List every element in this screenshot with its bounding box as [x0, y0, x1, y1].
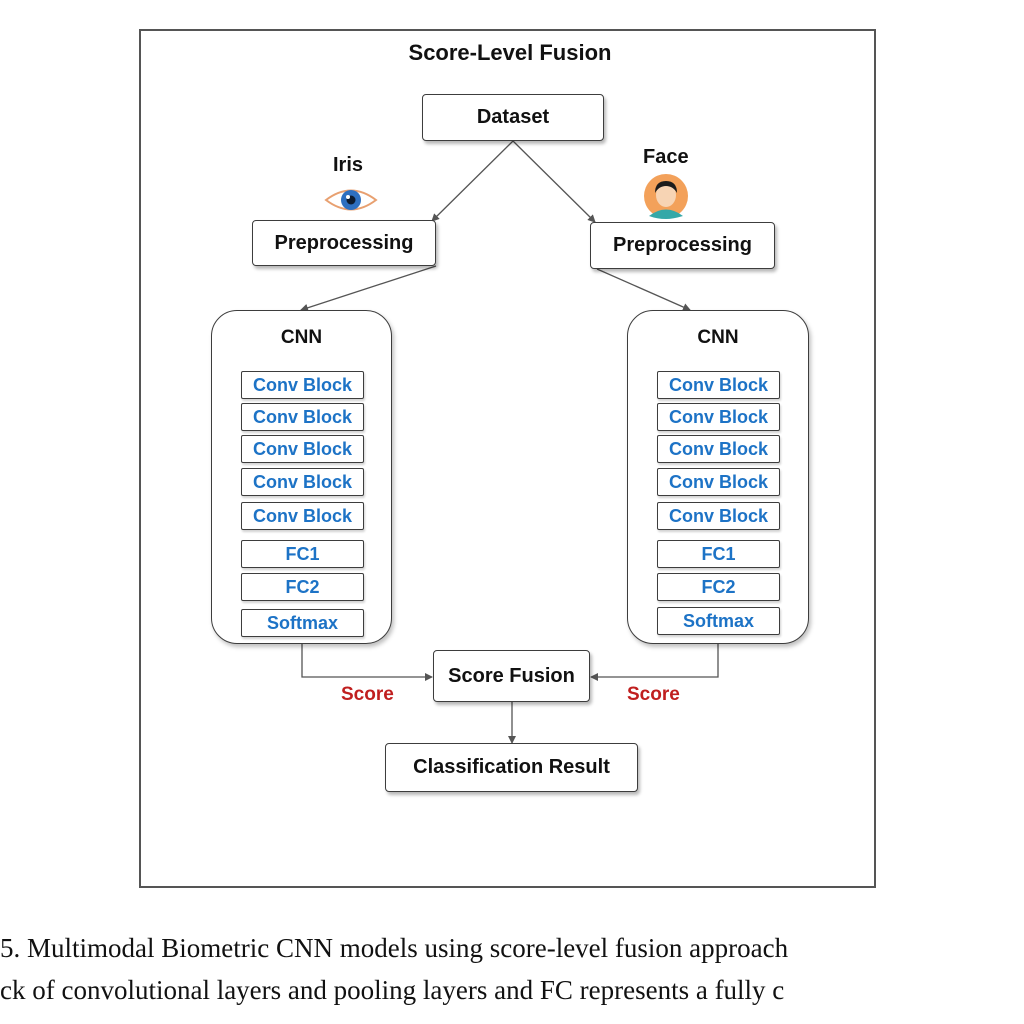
- cnn-left-panel: CNN Conv Block Conv Block Conv Block Con…: [211, 310, 392, 644]
- cnn-left-title: CNN: [280, 327, 323, 348]
- arrow-preprocessing-right-to-cnn-right: [596, 268, 691, 311]
- score-left-label: Score: [341, 684, 394, 705]
- arrow-cnn-left-to-score-fusion: [301, 644, 433, 681]
- cnn-left-conv-block-3: Conv Block: [241, 435, 364, 463]
- cnn-left-fc2: FC2: [241, 573, 364, 601]
- dataset-box: Dataset: [422, 94, 604, 141]
- iris-label: Iris: [333, 154, 364, 176]
- cnn-right-softmax: Softmax: [657, 607, 780, 635]
- arrow-dataset-to-preprocessing-left: [431, 140, 514, 222]
- classification-result-label: Classification Result: [413, 756, 610, 778]
- preprocessing-left-box: Preprocessing: [252, 220, 436, 266]
- cnn-left-conv-block-2: Conv Block: [241, 403, 364, 431]
- cnn-right-conv-block-1: Conv Block: [657, 371, 780, 399]
- diagram-title: Score-Level Fusion: [408, 40, 612, 65]
- figure-caption-line-2: ck of convolutional layers and pooling l…: [0, 975, 785, 1005]
- cnn-right-fc2: FC2: [657, 573, 780, 601]
- arrow-cnn-right-to-score-fusion: [590, 644, 719, 681]
- arrow-preprocessing-left-to-cnn-left: [300, 265, 437, 312]
- cnn-left-conv-block-1: Conv Block: [241, 371, 364, 399]
- cnn-right-conv-block-4: Conv Block: [657, 468, 780, 496]
- cnn-right-conv-block-2: Conv Block: [657, 403, 780, 431]
- score-fusion-label: Score Fusion: [448, 664, 575, 687]
- score-fusion-box: Score Fusion: [433, 650, 590, 702]
- cnn-left-conv-block-5: Conv Block: [241, 502, 364, 530]
- face-label: Face: [643, 146, 689, 168]
- cnn-right-conv-block-3: Conv Block: [657, 435, 780, 463]
- cnn-left-conv-block-4: Conv Block: [241, 468, 364, 496]
- score-right-label: Score: [627, 684, 680, 705]
- classification-result-box: Classification Result: [385, 743, 638, 792]
- cnn-right-title: CNN: [697, 327, 739, 348]
- preprocessing-left-label: Preprocessing: [274, 231, 414, 254]
- cnn-left-fc1: FC1: [241, 540, 364, 568]
- preprocessing-right-label: Preprocessing: [613, 234, 752, 256]
- cnn-right-fc1: FC1: [657, 540, 780, 568]
- diagram-frame: [139, 29, 876, 888]
- cnn-right-conv-block-5: Conv Block: [657, 502, 780, 530]
- preprocessing-right-box: Preprocessing: [590, 222, 775, 269]
- cnn-right-panel: CNN Conv Block Conv Block Conv Block Con…: [627, 310, 809, 644]
- dataset-label: Dataset: [476, 106, 550, 128]
- face-avatar-icon: [644, 174, 688, 219]
- cnn-left-softmax: Softmax: [241, 609, 364, 637]
- figure-caption-line-1: 5. Multimodal Biometric CNN models using…: [0, 933, 789, 963]
- arrow-dataset-to-preprocessing-right: [512, 140, 596, 223]
- eye-icon: [324, 189, 378, 211]
